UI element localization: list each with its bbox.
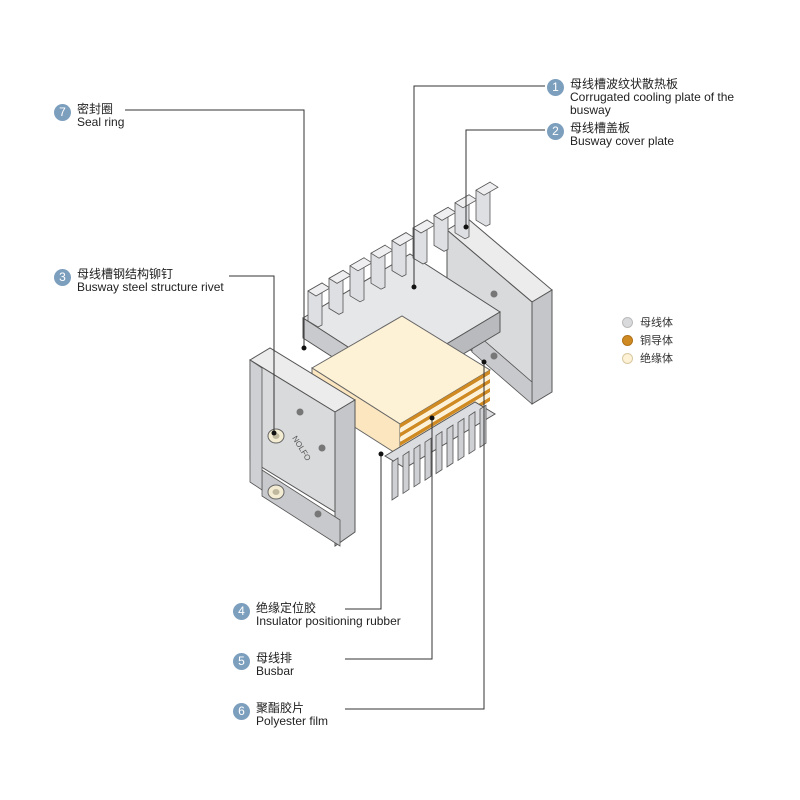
bottom-fin xyxy=(435,430,443,475)
polyester-film-layer xyxy=(400,374,490,433)
callout-1: 1 母线槽波纹状散热板 Corrugated cooling plate of … xyxy=(547,78,750,117)
callout-cn-label: 密封圈 xyxy=(77,102,114,116)
bottom-fin xyxy=(457,417,465,462)
callout-2: 2 母线槽盖板 Busway cover plate xyxy=(547,122,674,148)
legend-swatch xyxy=(622,334,633,346)
callout-number-badge: 1 xyxy=(547,79,564,96)
callout-number-badge: 4 xyxy=(233,603,250,620)
callout-cn-label: 母线槽钢结构铆钉 xyxy=(77,267,174,281)
bottom-fin xyxy=(391,457,399,501)
callout-6: 6 聚酯胶片 Polyester film xyxy=(233,702,328,728)
callout-en-label: Seal ring xyxy=(77,115,125,129)
legend-label: 母线体 xyxy=(640,316,673,329)
legend-swatch xyxy=(622,352,633,364)
callout-en-label: Busway steel structure rivet xyxy=(77,280,224,294)
bottom-fin xyxy=(402,450,410,495)
legend-item-busway-body: 母线体 xyxy=(622,313,673,331)
callout-cn-label: 母线排 xyxy=(256,651,293,665)
bottom-fin xyxy=(468,411,476,455)
busbar-layer xyxy=(400,388,490,446)
callout-number-badge: 7 xyxy=(54,104,71,121)
callout-en-label: Corrugated cooling plate of the busway xyxy=(570,90,735,117)
legend-item-copper-conductor: 铜导体 xyxy=(622,331,673,349)
callout-cn-label: 聚酯胶片 xyxy=(256,701,305,715)
bottom-fin xyxy=(446,424,454,468)
callout-4: 4 绝缘定位胶 Insulator positioning rubber xyxy=(233,602,401,628)
callout-5: 5 母线排 Busbar xyxy=(233,652,294,678)
bottom-cooling-plate xyxy=(384,401,496,501)
left-cover-plate: NOLFO xyxy=(249,347,356,547)
callout-cn-label: 母线槽盖板 xyxy=(570,121,631,135)
bottom-fin xyxy=(413,444,421,488)
callout-cn-label: 母线槽波纹状散热板 xyxy=(570,77,679,91)
callout-number-badge: 6 xyxy=(233,703,250,720)
callout-number-badge: 5 xyxy=(233,653,250,670)
legend-label: 铜导体 xyxy=(640,334,673,347)
callout-en-label: Busway cover plate xyxy=(570,134,675,148)
callout-cn-label: 绝缘定位胶 xyxy=(256,601,317,615)
cooling-fin-top xyxy=(475,181,499,196)
callout-number-badge: 2 xyxy=(547,123,564,140)
leader-lines xyxy=(125,85,545,710)
callout-number-badge: 3 xyxy=(54,269,71,286)
top-cooling-fins xyxy=(307,181,499,328)
legend-item-insulator: 绝缘体 xyxy=(622,349,673,367)
legend: 母线体 铜导体 绝缘体 xyxy=(622,313,673,367)
callout-3: 3 母线槽钢结构铆钉 Busway steel structure rivet xyxy=(54,268,224,294)
leader-dots xyxy=(271,224,487,457)
busbar-layer xyxy=(400,370,490,428)
polyester-film-layer xyxy=(400,383,490,442)
bottom-cooling-fins xyxy=(391,404,487,501)
callout-en-label: Busbar xyxy=(256,664,295,678)
busbar-layer xyxy=(400,379,490,437)
callout-en-label: Insulator positioning rubber xyxy=(256,614,401,628)
callout-7: 7 密封圈 Seal ring xyxy=(54,103,124,129)
bottom-fin xyxy=(479,404,487,448)
legend-swatch xyxy=(622,316,633,328)
callout-en-label: Polyester film xyxy=(256,714,329,728)
bottom-fin xyxy=(424,437,432,481)
legend-label: 绝缘体 xyxy=(640,352,673,365)
